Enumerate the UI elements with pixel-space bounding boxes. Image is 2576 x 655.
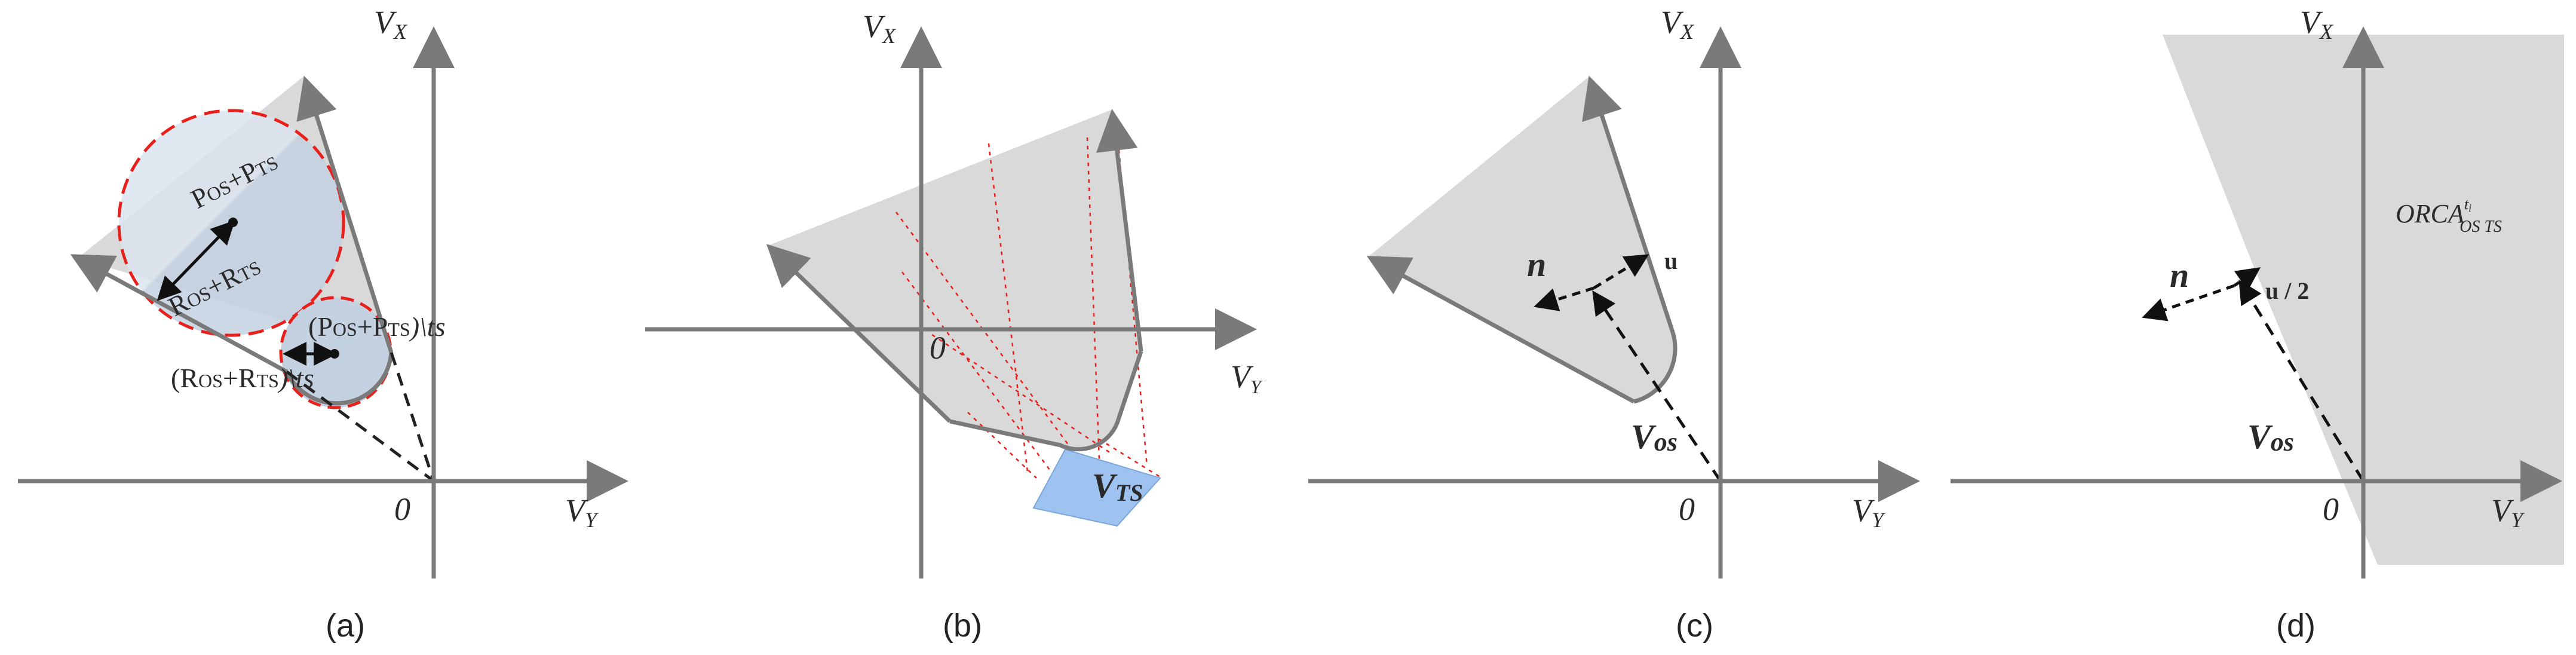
panel-a: VX VY 0 POS+PTS ROS+RTS (POS+PTS)\ts (RO… <box>18 4 628 644</box>
region-edge-right <box>1096 109 1143 352</box>
velocity-vector <box>1592 290 1722 482</box>
region-bottom-edge <box>949 350 1143 452</box>
panel-c: VX VY 0 n u Vos (c) <box>1308 4 1920 644</box>
velocity-label: Vos <box>1631 417 1678 457</box>
small-circle-center <box>330 349 339 359</box>
vts-label: VTS <box>1092 466 1143 506</box>
normal-label: n <box>2170 256 2189 295</box>
axis-x-label: VX <box>1661 4 1695 44</box>
normal-vector <box>1534 286 1594 311</box>
cone-cap-arc <box>284 352 394 406</box>
cone-cap-arc <box>1633 331 1678 404</box>
normal-vector <box>2142 284 2235 322</box>
origin-label: 0 <box>930 330 946 366</box>
u-label: u <box>1664 247 1678 274</box>
origin-label: 0 <box>2323 491 2339 527</box>
large-circle-center <box>228 218 238 227</box>
small-radius-label: (ROS+RTS)\ts <box>171 363 314 393</box>
normal-label: n <box>1527 245 1546 284</box>
axis-y-label: VY <box>1231 359 1263 397</box>
velocity-obstacle-region <box>766 109 1141 449</box>
caption-c: (c) <box>1676 608 1713 644</box>
velocity-obstacle-cone <box>1368 76 1676 402</box>
caption-b: (b) <box>943 608 982 644</box>
velocity-vector <box>2238 279 2365 482</box>
caption-d: (d) <box>2276 608 2316 644</box>
small-circle-label: (POS+PTS)\ts <box>308 311 445 342</box>
u-half-label: u / 2 <box>2265 277 2309 304</box>
axis-x-label: VX <box>863 8 897 48</box>
vts-region <box>1032 448 1161 527</box>
red-construction-lines <box>895 116 1163 479</box>
dashed-line-right <box>390 352 436 482</box>
cone-edge-right <box>1582 75 1675 333</box>
axis-y-label: VY <box>1852 492 1886 532</box>
panel-b: VX VY 0 VTS (b) <box>645 8 1263 644</box>
cone-edge-left <box>1366 256 1635 404</box>
u-half-vector <box>2233 267 2261 291</box>
velocity-label: Vos <box>2247 417 2294 457</box>
axis-y-label: VY <box>2491 492 2525 532</box>
caption-a: (a) <box>326 608 365 644</box>
origin-label: 0 <box>394 491 410 527</box>
axis-y-label: VY <box>565 492 599 532</box>
cone-edge-right <box>296 75 394 354</box>
large-circle-outline <box>117 109 345 337</box>
u-vector <box>1593 254 1649 290</box>
cone-edge-left <box>70 254 288 374</box>
large-radius-arrow <box>157 220 235 301</box>
origin-label: 0 <box>1679 491 1695 527</box>
axis-x-label: VX <box>2300 4 2334 44</box>
axis-x-label: VX <box>374 4 408 44</box>
dashed-line-left <box>286 370 435 483</box>
